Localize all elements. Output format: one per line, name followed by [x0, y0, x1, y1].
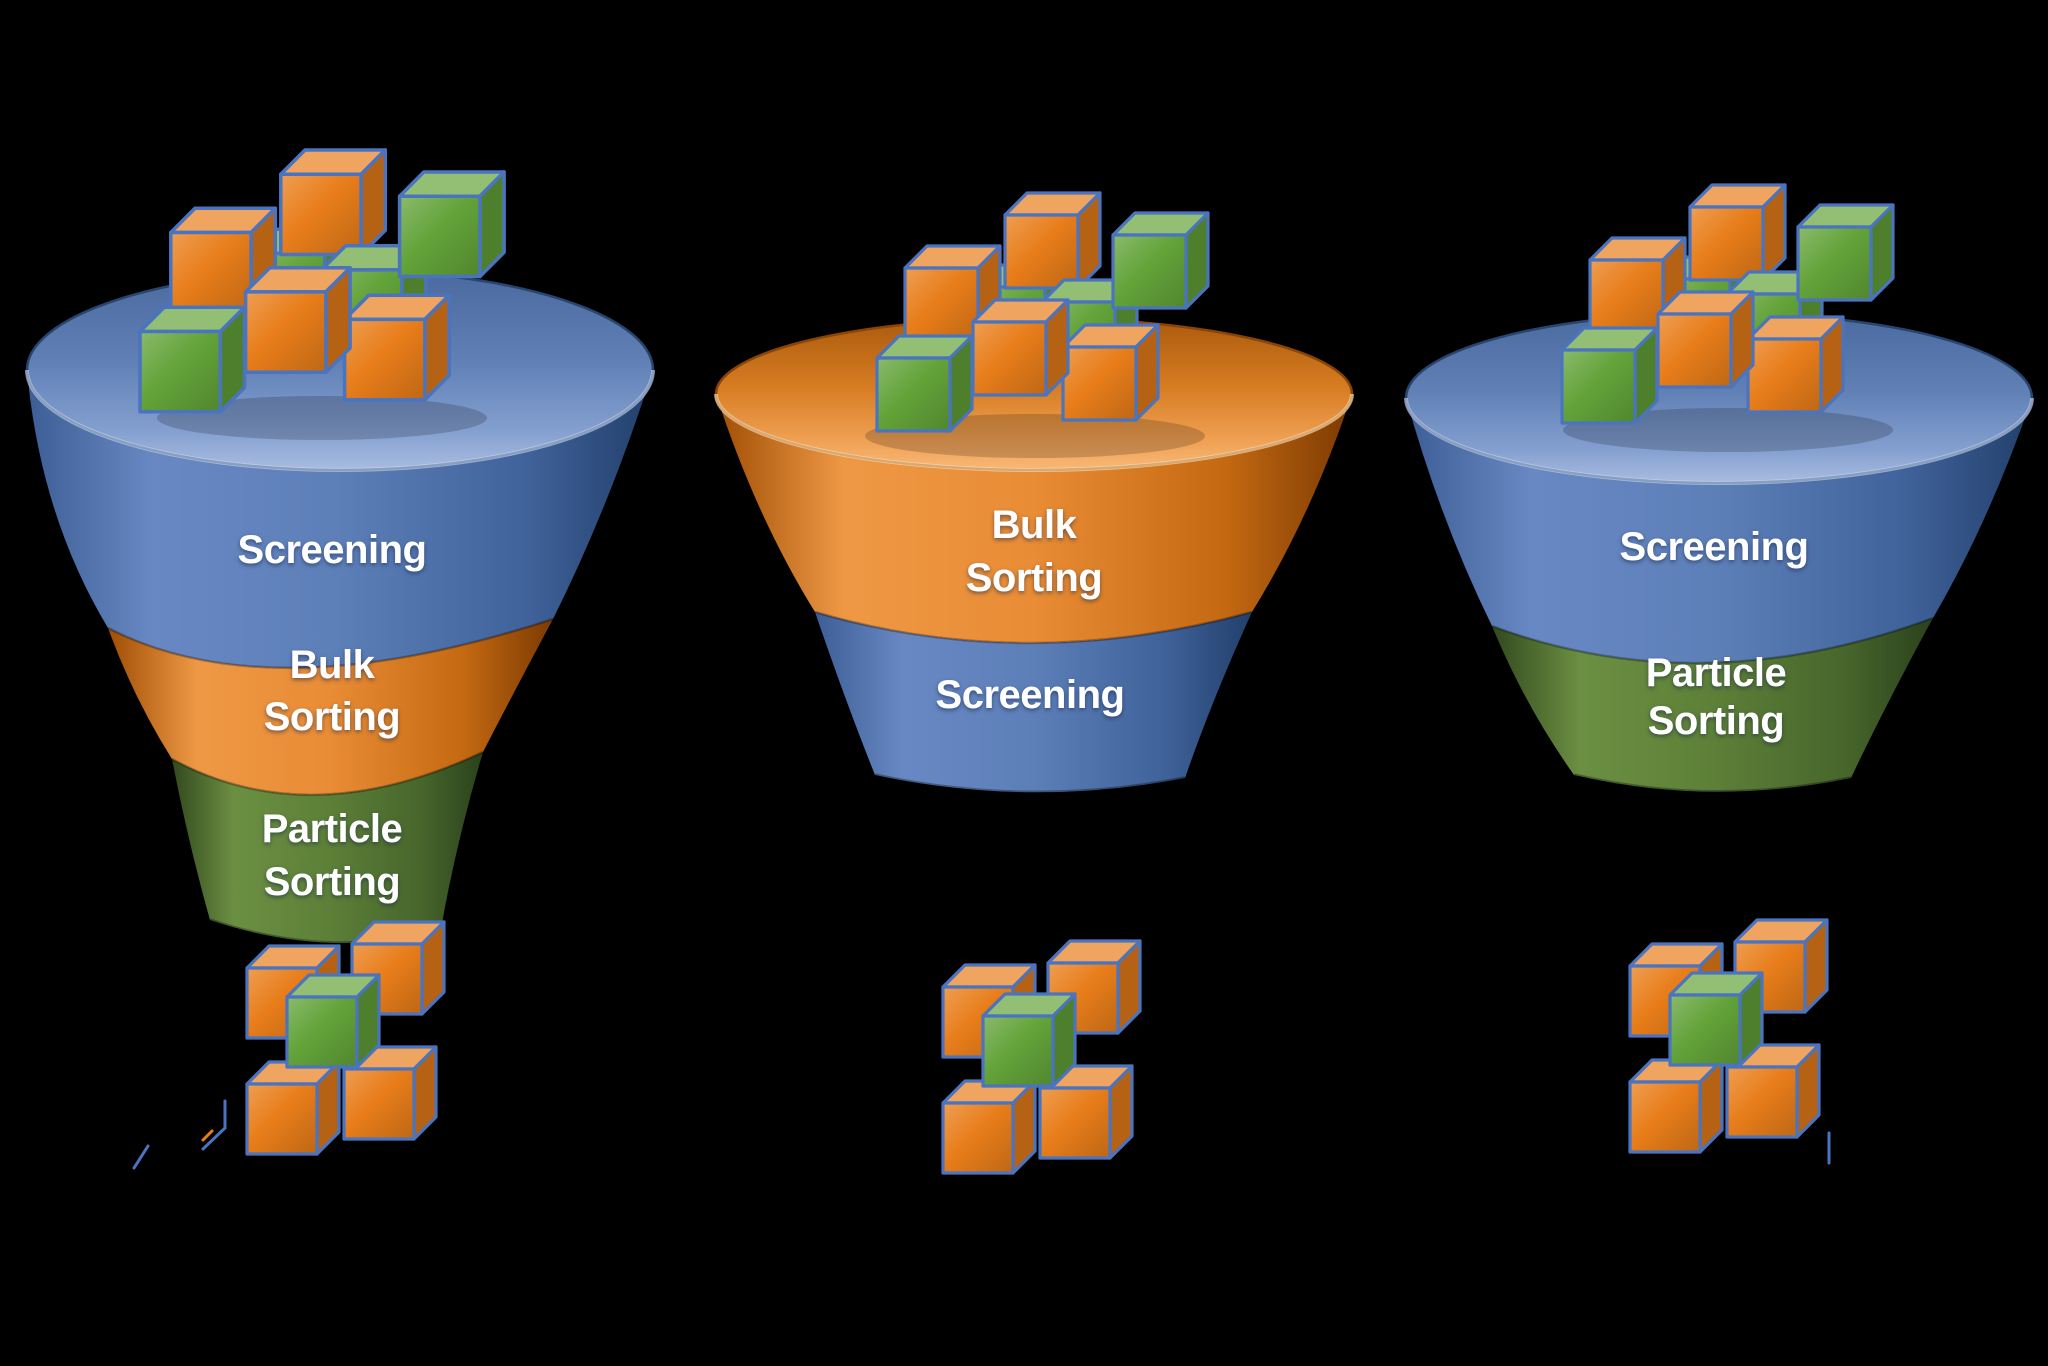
funnel-middle-segment-screening	[815, 612, 1252, 793]
funnel-right-band-boundary	[1491, 616, 1934, 665]
cube-cluster-above-middle-funnel	[875, 191, 1210, 433]
cube-shadow-left	[157, 396, 487, 440]
funnel-middle-bottom-edge	[874, 773, 1186, 794]
orange-cube	[1046, 939, 1142, 1035]
funnel-right-label-screening: Screening	[1620, 525, 1809, 569]
orange-cube	[1656, 290, 1755, 389]
funnel-right-rim-highlight	[1404, 397, 2034, 485]
green-cube	[981, 992, 1077, 1088]
green-cube	[397, 170, 506, 279]
funnel-middle-band-boundary	[814, 610, 1253, 645]
orange-cube	[941, 1079, 1037, 1175]
orange-cube	[245, 1060, 341, 1156]
cube-cluster-above-right-funnel	[1560, 183, 1895, 425]
funnel-left-label-bulk: Bulk	[290, 643, 376, 687]
funnel-left-label-bulk-sorting: Sorting	[264, 695, 400, 739]
stray-artifact-2	[201, 1099, 227, 1151]
cube-cluster-below-left-funnel	[245, 920, 446, 1156]
orange-cube	[1061, 323, 1160, 422]
cube-cluster-below-middle-funnel	[941, 939, 1142, 1175]
funnel-left-segment-bulk-sorting	[108, 619, 553, 795]
cube-cluster-below-right-funnel	[1628, 918, 1829, 1154]
stray-artifact-3	[201, 1129, 214, 1142]
orange-cube	[342, 293, 451, 402]
funnel-left: Screening Bulk Sorting Particle Sorting	[25, 148, 655, 945]
orange-cube	[279, 148, 388, 257]
orange-cube	[1038, 1064, 1134, 1160]
funnel-right: Screening Particle Sorting	[1404, 183, 2034, 794]
orange-cube	[1746, 315, 1845, 414]
funnel-right-bottom-edge	[1573, 773, 1852, 794]
funnel-right-segment-screening	[1406, 398, 2032, 664]
green-cube	[1560, 326, 1659, 425]
funnel-left-band-boundary-2	[171, 750, 484, 797]
green-cube	[138, 305, 247, 414]
funnel-left-label-particle: Particle	[262, 807, 403, 851]
orange-cube	[1003, 191, 1102, 290]
orange-cube	[1688, 183, 1787, 282]
orange-cube	[971, 298, 1070, 397]
orange-cube	[1628, 1058, 1724, 1154]
funnel-right-label-particle: Particle	[1646, 651, 1787, 695]
orange-cube	[243, 265, 352, 374]
funnel-left-label-particle-sorting: Sorting	[264, 860, 400, 904]
funnel-left-rim-highlight	[25, 369, 655, 472]
green-cube	[875, 334, 974, 433]
green-cube	[285, 973, 381, 1069]
funnel-middle: Bulk Sorting Screening	[714, 191, 1354, 794]
funnel-middle-rim-highlight	[714, 393, 1354, 472]
green-cube	[1111, 211, 1210, 310]
funnel-middle-label-screening: Screening	[936, 673, 1125, 717]
green-cube	[1796, 203, 1895, 302]
stray-artifact-1	[132, 1144, 150, 1170]
funnel-left-segment-screening	[27, 370, 653, 668]
funnel-right-label-particle-sorting: Sorting	[1648, 699, 1784, 743]
funnel-middle-label-bulk-sorting: Sorting	[966, 556, 1102, 600]
green-cube	[1668, 971, 1764, 1067]
funnel-middle-label-bulk: Bulk	[992, 503, 1078, 547]
cube-cluster-above-left-funnel	[138, 148, 506, 414]
stray-artifacts	[132, 1099, 1831, 1170]
cube-shadow-right	[1563, 408, 1893, 452]
funnel-middle-segment-bulk-sorting	[716, 394, 1352, 643]
funnel-left-segment-particle-sorting	[172, 752, 483, 944]
funnel-left-label-screening: Screening	[238, 528, 427, 572]
funnel-right-segment-particle-sorting	[1492, 618, 1933, 792]
funnel-left-band-boundary-1	[107, 617, 554, 670]
